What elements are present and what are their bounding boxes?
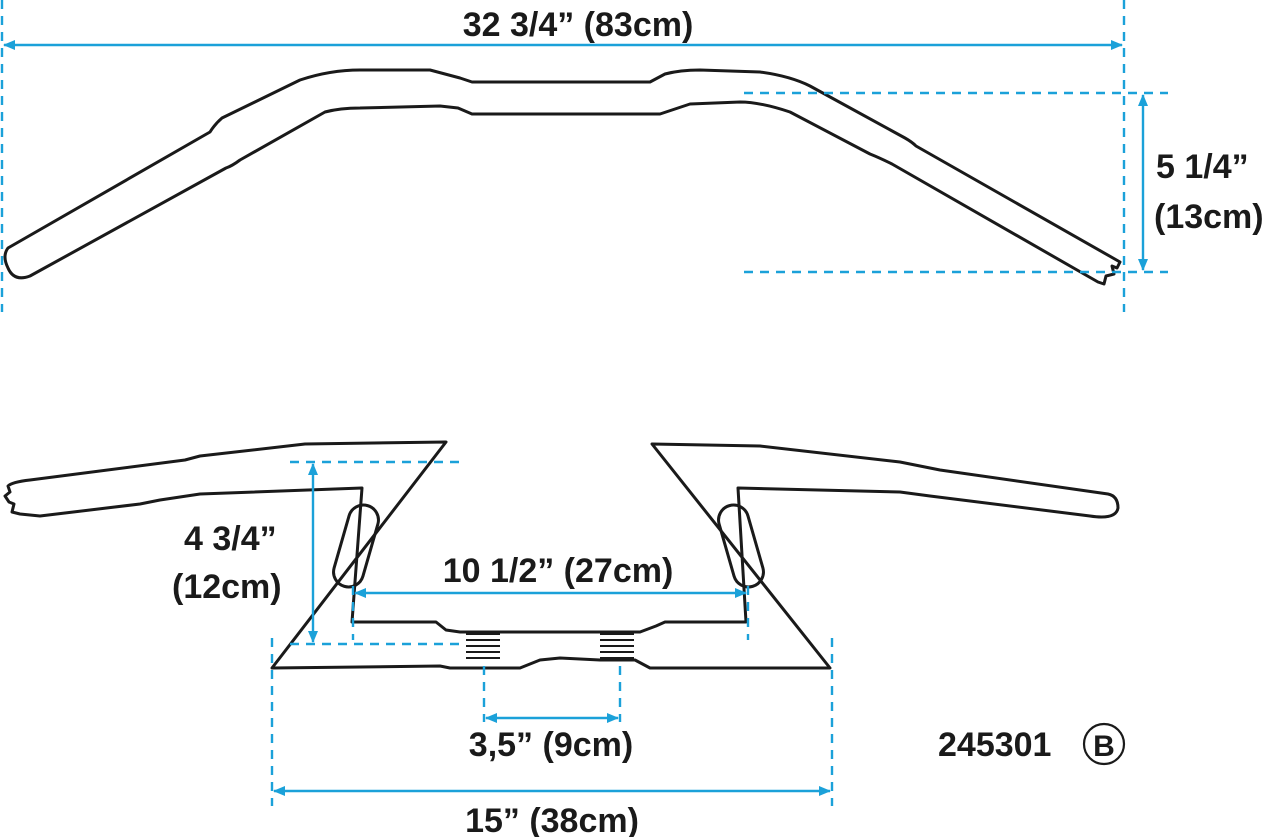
handlebar-front-outline [3,440,1120,670]
right-riser-slot [717,503,765,589]
variant-letter: B [1093,730,1115,763]
rise-label-in: 5 1/4” [1156,148,1249,186]
clamp-width-dimension: 3,5” (9cm) [469,666,633,764]
handlebar-front-view [3,440,1120,670]
overall-width-label: 32 3/4” (83cm) [463,6,694,44]
variant-circle [1082,722,1126,766]
rise-dimension: 5 1/4” (13cm) [744,91,1264,274]
left-knurl-marks [466,633,500,659]
base-width-dimension: 15” (38cm) [270,638,834,837]
part-number-block: 245301 B [938,722,1126,766]
riser-height-label-in: 4 3/4” [184,520,277,558]
riser-spacing-dimension: 10 1/2” (27cm) [351,552,750,640]
clamp-width-label: 3,5” (9cm) [469,726,633,764]
handlebar-top-outline [3,68,1122,286]
base-width-label: 15” (38cm) [465,802,639,837]
overall-width-dimension: 32 3/4” (83cm) [0,0,1126,312]
riser-height-dimension: 4 3/4” (12cm) [172,460,466,646]
riser-spacing-label: 10 1/2” (27cm) [443,552,674,590]
left-riser-slot [332,503,380,589]
handlebar-top-view [3,68,1122,286]
right-knurl-marks [600,633,634,659]
riser-height-label-cm: (12cm) [172,568,282,606]
part-number: 245301 [938,726,1051,764]
rise-label-cm: (13cm) [1154,198,1264,236]
